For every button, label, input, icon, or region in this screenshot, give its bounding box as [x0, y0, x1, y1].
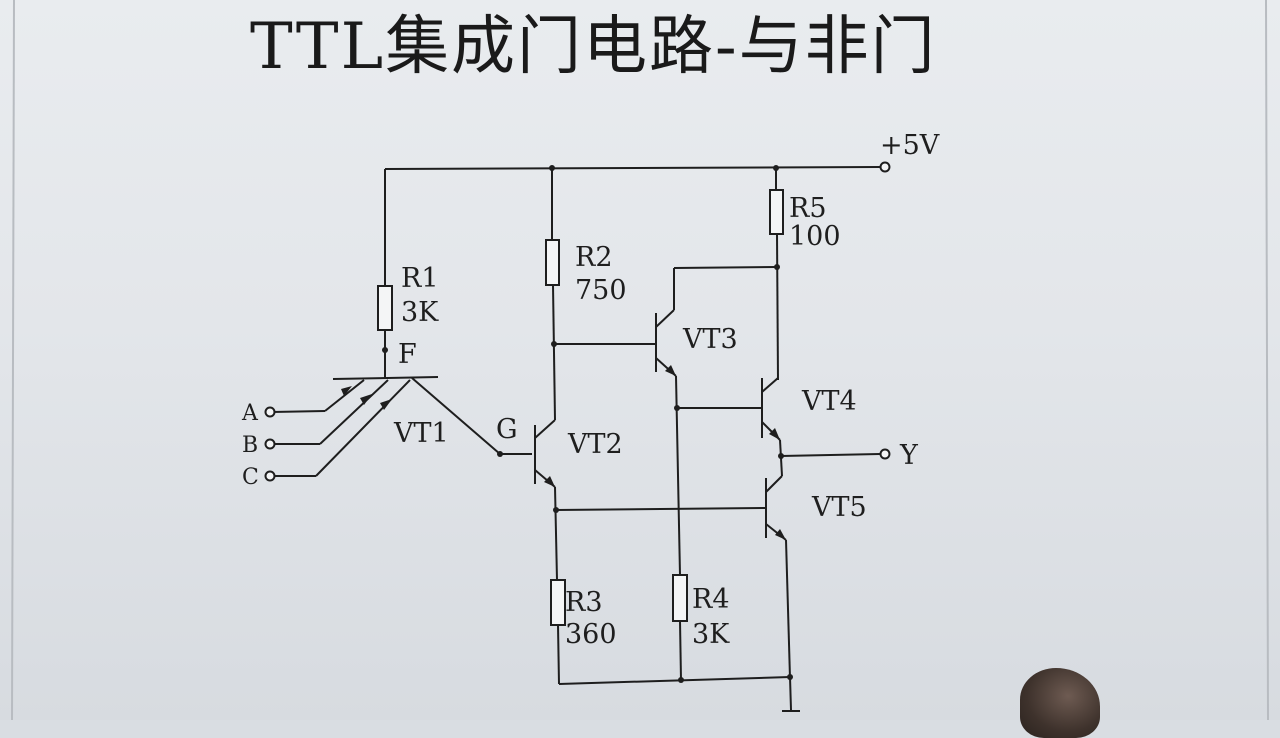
output-wire: [780, 453, 881, 457]
wire: [271, 410, 326, 413]
paper-edge-right: [1265, 0, 1269, 720]
resistor-r3: [550, 579, 566, 626]
vt4-emitter-arrow: [769, 428, 780, 440]
vt1-emitter-b: [319, 379, 389, 445]
vt3-label: VT3: [682, 324, 738, 355]
vt5-collector: [765, 475, 783, 493]
vt2-collector: [534, 419, 556, 439]
page-title: TTL集成门电路-与非门: [250, 10, 937, 84]
r5-name: R5: [789, 193, 827, 224]
vt1-emitter-c: [315, 379, 411, 477]
vt5-emitter-arrow: [775, 529, 786, 540]
circuit-diagram: +5V R1 3K F G A B C VT1 R2 750 VT2 R3 36…: [11, 0, 1269, 720]
r3-value: 360: [565, 619, 617, 650]
vt2-label: VT2: [567, 429, 623, 460]
r2-value: 750: [575, 275, 627, 306]
vt3-emitter-arrow: [665, 365, 676, 376]
wire: [679, 620, 682, 681]
r3-name: R3: [565, 587, 603, 618]
supply-label: +5V: [880, 130, 940, 161]
junction-dot: [678, 677, 684, 683]
node-f-label: F: [398, 339, 417, 370]
wire: [557, 624, 560, 685]
r1-name: R1: [401, 263, 439, 294]
emitter-arrow-c: [380, 399, 392, 410]
vt4-label: VT4: [801, 386, 857, 417]
r4-name: R4: [692, 584, 730, 615]
input-c-terminal: [264, 470, 276, 482]
input-c-label: C: [242, 465, 259, 490]
node-g-dot: [497, 451, 503, 457]
wire: [785, 539, 791, 679]
supply-terminal: [879, 161, 891, 173]
input-a-label: A: [241, 401, 259, 426]
paper-background: [0, 0, 1280, 720]
wire: [552, 284, 556, 421]
vt5-label: VT5: [811, 492, 867, 523]
supply-rail: [384, 166, 881, 170]
input-b-terminal: [264, 438, 276, 450]
vt2-emitter-arrow: [544, 476, 555, 487]
junction-dot: [774, 264, 780, 270]
output-terminal: [879, 448, 891, 460]
vt1-emitter-a: [324, 379, 365, 412]
r1-value: 3K: [401, 297, 439, 328]
wire: [673, 266, 778, 269]
junction-dot: [549, 165, 555, 171]
input-a-terminal: [264, 406, 276, 418]
r5-value: 100: [789, 221, 841, 252]
emitter-arrow-a: [341, 386, 352, 396]
r2-name: R2: [575, 242, 613, 273]
wire: [776, 233, 779, 381]
wire: [554, 486, 558, 581]
resistor-r1: [377, 285, 393, 331]
vt1-collector: [411, 377, 501, 455]
resistor-r4: [672, 574, 688, 622]
resistor-r2: [545, 239, 560, 286]
paper-edge-left: [11, 0, 15, 720]
output-label: Y: [899, 440, 919, 471]
vt1-label: VT1: [393, 418, 449, 449]
emitter-arrow-b: [360, 394, 372, 405]
ground-bus: [558, 676, 791, 685]
node-g-label: G: [496, 414, 518, 445]
r4-value: 3K: [692, 619, 730, 650]
vt3-collector: [655, 309, 675, 328]
vt4-collector: [761, 377, 779, 393]
ground-lead: [789, 676, 792, 711]
junction-dot: [773, 165, 779, 171]
resistor-r5: [769, 189, 784, 235]
input-b-label: B: [242, 433, 258, 458]
vt1-base-bar: [332, 376, 439, 380]
wire: [555, 507, 767, 511]
node-f-dot: [382, 347, 388, 353]
